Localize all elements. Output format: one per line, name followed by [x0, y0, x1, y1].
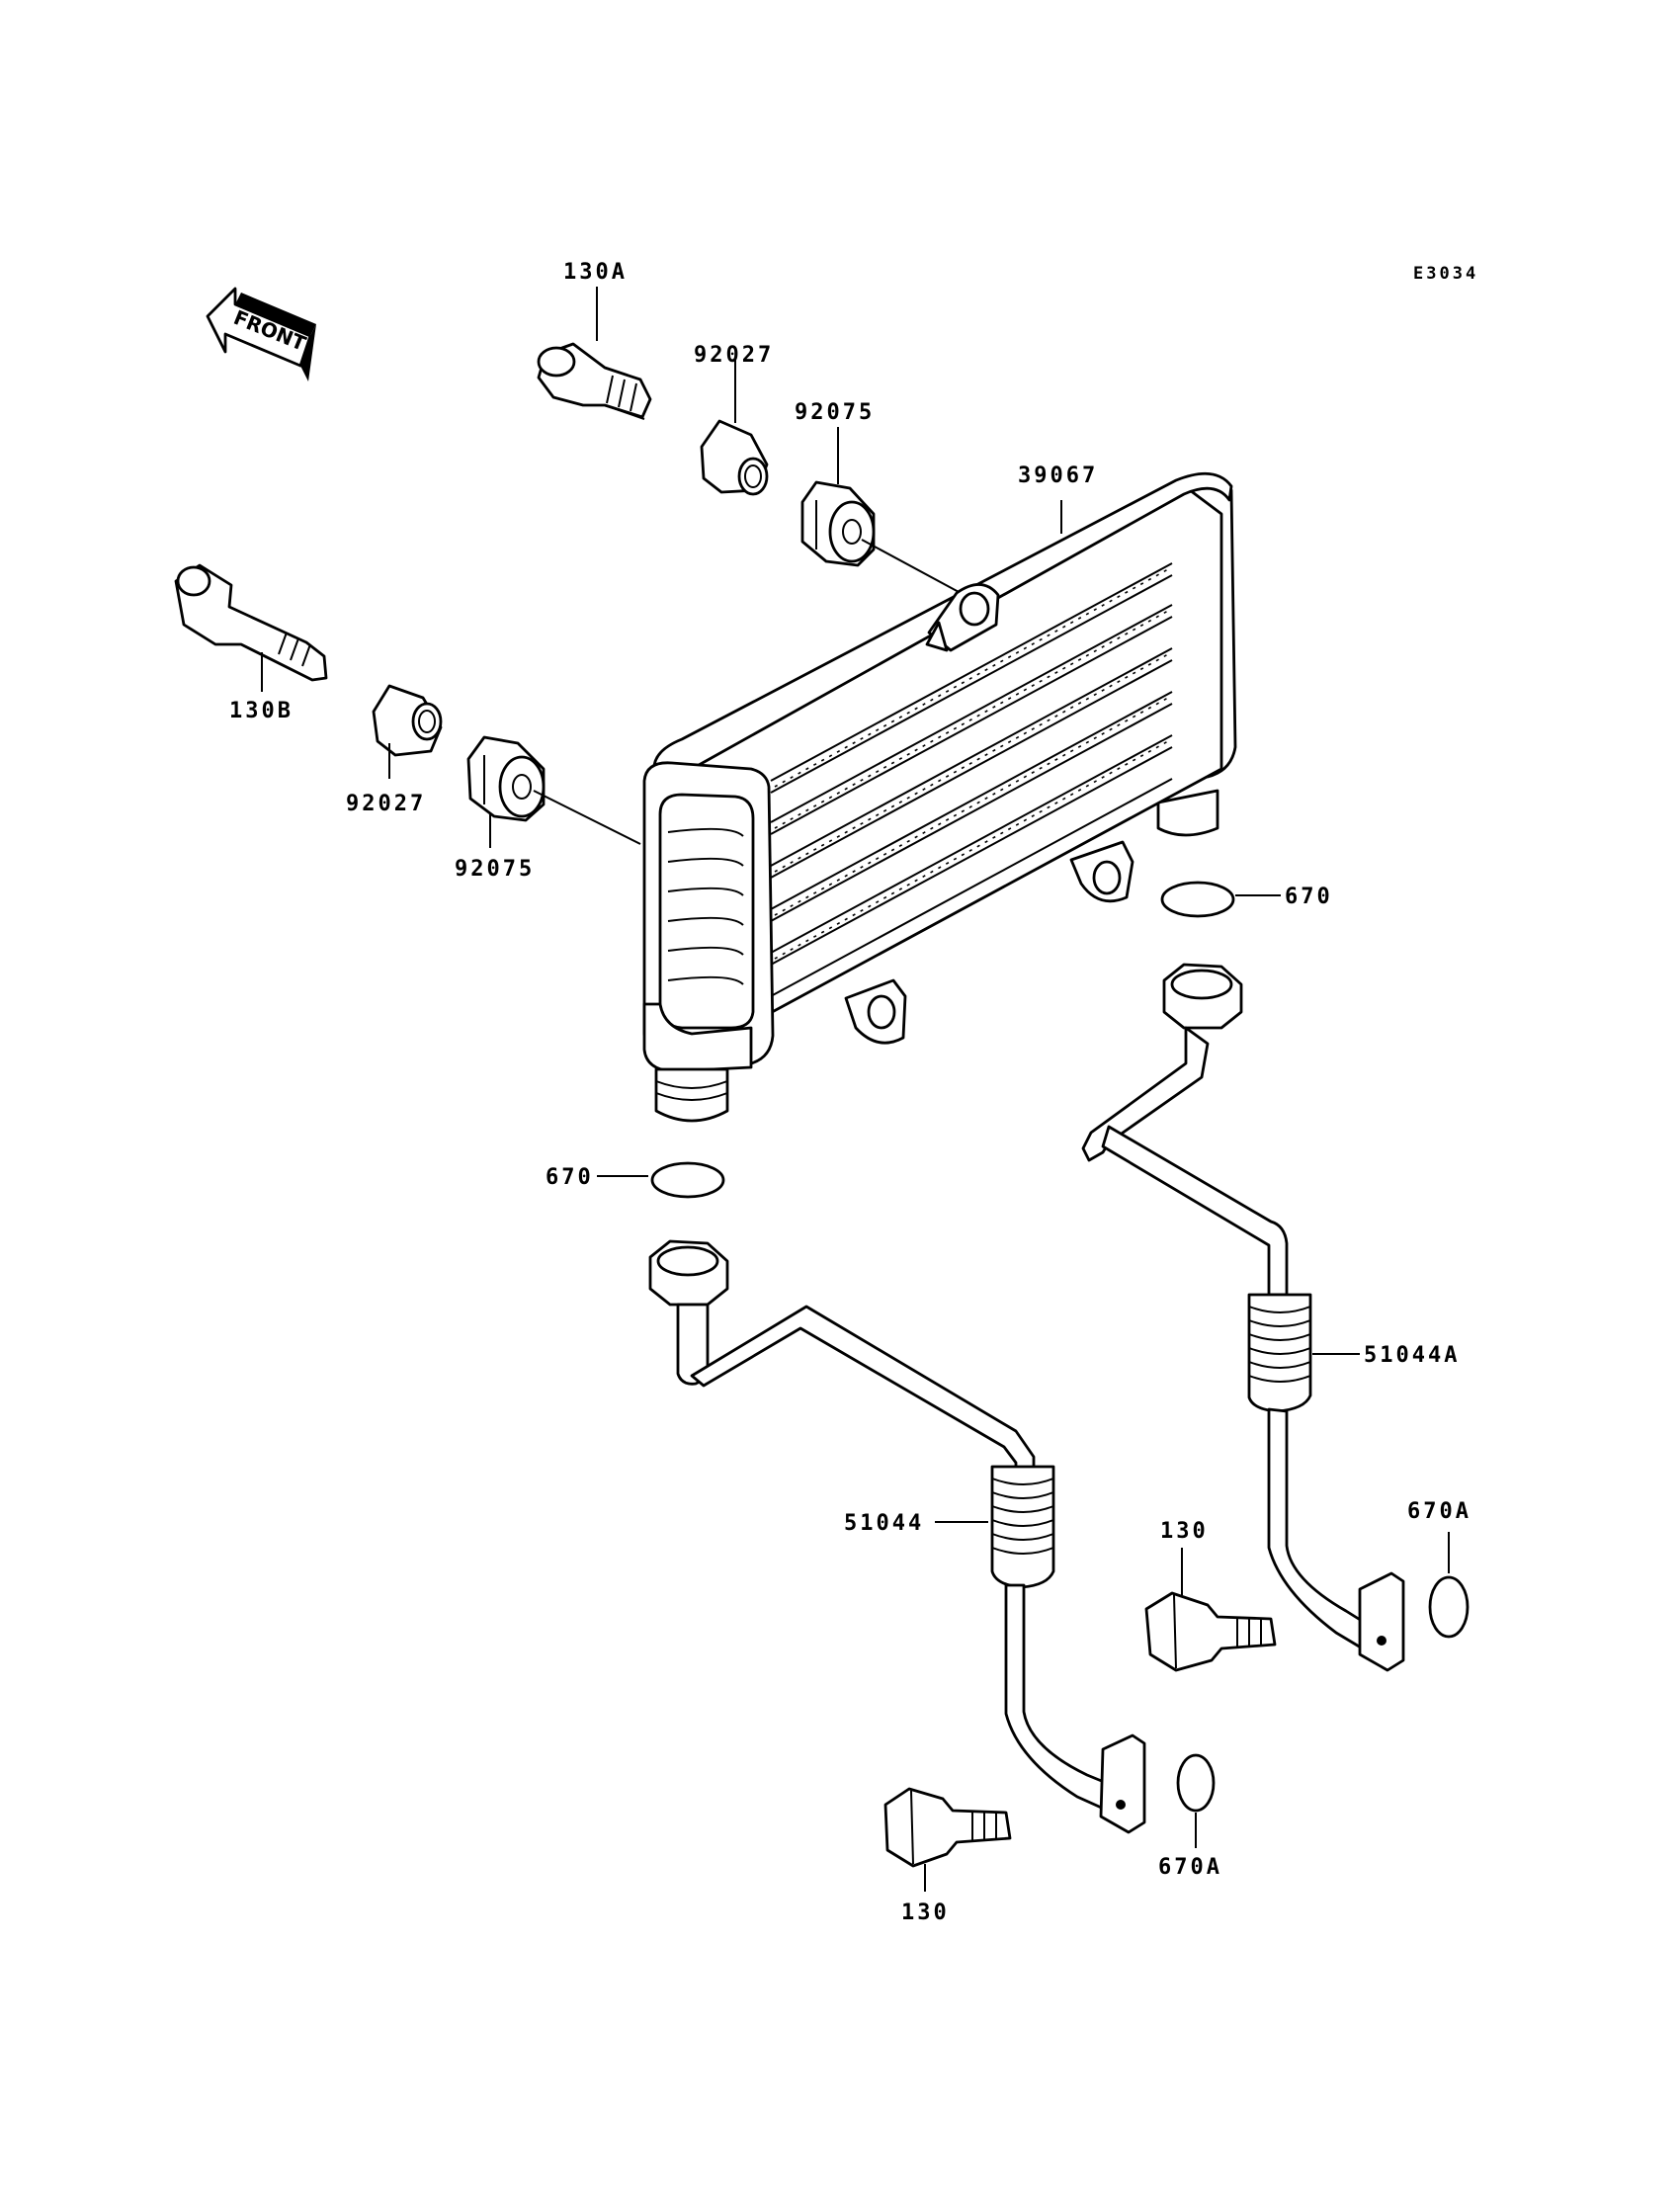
grommet-92075-upper [800, 480, 876, 567]
label-130b: 130B [229, 699, 294, 723]
bolt-130b [174, 563, 328, 682]
label-670a-right: 670A [1407, 1499, 1471, 1524]
bolt-130-bottom [883, 1787, 1012, 1868]
label-51044: 51044 [844, 1511, 924, 1536]
label-130-bottom: 130 [901, 1901, 950, 1925]
label-130-right: 130 [1160, 1519, 1209, 1544]
grommet-92075-left [466, 735, 546, 822]
label-51044a: 51044A [1364, 1343, 1460, 1368]
bolt-130a [537, 342, 652, 420]
label-130a: 130A [563, 260, 628, 285]
bolt-130-right [1144, 1591, 1277, 1672]
oil-pipe-51044a [1081, 963, 1405, 1672]
diagram-code: E3034 [1413, 264, 1478, 284]
label-670-left: 670 [546, 1165, 594, 1190]
oring-670a-right [1428, 1575, 1470, 1639]
oil-pipe-51044 [648, 1239, 1146, 1834]
oring-670-left [650, 1161, 725, 1199]
oring-670a-bottom [1176, 1753, 1216, 1813]
label-92075-upper: 92075 [795, 400, 875, 425]
oil-cooler-39067 [642, 471, 1237, 1123]
label-92027-left: 92027 [346, 792, 426, 816]
collar-92027-left [372, 684, 443, 757]
label-92027-upper: 92027 [694, 343, 774, 368]
label-670-right: 670 [1285, 885, 1333, 909]
collar-92027-upper [700, 419, 769, 496]
front-arrow-icon: FRONT [206, 287, 316, 381]
label-670a-bottom: 670A [1158, 1855, 1222, 1880]
label-39067: 39067 [1018, 464, 1098, 488]
label-92075-left: 92075 [455, 857, 535, 882]
oring-670-right [1160, 881, 1235, 918]
